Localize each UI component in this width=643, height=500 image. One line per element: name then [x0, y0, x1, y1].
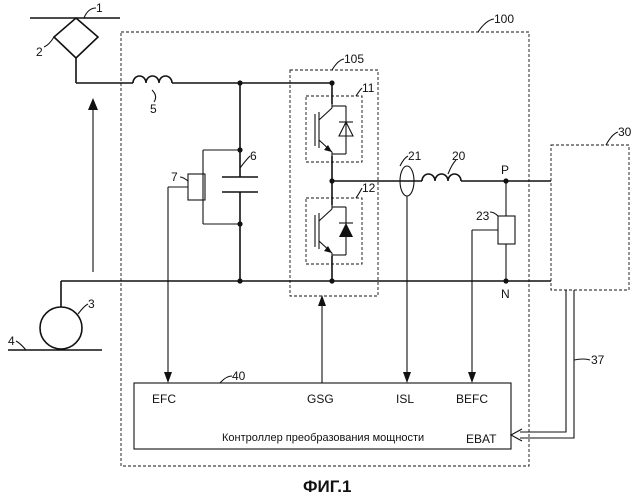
ref-40: 40: [232, 369, 246, 383]
ref-11: 11: [362, 81, 375, 95]
switch-12-enclosure: [306, 198, 362, 264]
ref-2: 2: [36, 45, 43, 59]
isl-arrowhead: [403, 372, 411, 383]
junction-dot: [237, 278, 242, 283]
ref-100: 100: [494, 12, 514, 26]
ref-12: 12: [362, 181, 376, 195]
igbt-12: [315, 205, 353, 256]
figure-caption: ФИГ.1: [303, 477, 351, 496]
signal-efc: EFC: [152, 392, 176, 406]
junction-dot: [237, 147, 242, 152]
signal-isl: ISL: [396, 392, 414, 406]
ref-3: 3: [88, 297, 95, 311]
ref-1: 1: [96, 1, 103, 15]
ref-20: 20: [452, 149, 466, 163]
ref-37: 37: [591, 353, 605, 367]
ref-30: 30: [618, 125, 632, 139]
controller-title: Контроллер преобразования мощности: [222, 432, 424, 444]
signal-ebat: EBAT: [466, 432, 497, 446]
ref-105: 105: [344, 52, 364, 66]
junction-dot: [237, 80, 242, 85]
leader-37: [574, 359, 590, 360]
leader-3: [78, 304, 88, 314]
ref-21: 21: [408, 149, 422, 163]
junction-dot: [503, 278, 508, 283]
cable-37: [520, 290, 566, 432]
leader-5: [152, 90, 156, 102]
ref-4: 4: [8, 334, 15, 348]
igbt-11: [315, 104, 353, 156]
junction-dot: [329, 80, 334, 85]
wheel-3: [40, 307, 82, 349]
gsg-arrowhead: [318, 295, 326, 306]
ref-7: 7: [171, 170, 178, 184]
battery-block-30: [551, 145, 629, 290]
leader-21: [400, 156, 408, 166]
leader-105: [332, 59, 344, 70]
junction-dot: [503, 178, 508, 183]
signal-befc: BEFC: [456, 392, 488, 406]
pantograph: [54, 18, 98, 58]
leader-7: [180, 177, 188, 181]
voltage-sensor-23: [498, 216, 515, 244]
leader-30: [606, 132, 618, 145]
leader-2: [44, 37, 54, 47]
ref-6: 6: [250, 149, 257, 163]
leader-4: [16, 341, 26, 350]
efc-arrowhead: [164, 372, 172, 383]
leader-40: [220, 376, 232, 383]
cable-37-arrowhead: [511, 429, 522, 441]
ref-23: 23: [476, 209, 490, 223]
signal-gsg: GSG: [307, 392, 334, 406]
leader-1: [84, 8, 96, 18]
leader-100: [478, 19, 494, 32]
inductor-5: [133, 76, 172, 83]
terminal-p: P: [501, 163, 509, 177]
junction-dot: [329, 278, 334, 283]
junction-dot: [329, 178, 334, 183]
reactor-20: [422, 174, 461, 181]
terminal-n: N: [501, 287, 510, 301]
leader-23: [490, 212, 498, 216]
befc-arrowhead: [468, 372, 476, 383]
leader-6: [240, 156, 250, 168]
ref-5: 5: [150, 102, 157, 116]
power-flow-arrowhead: [88, 98, 98, 110]
junction-dot: [237, 221, 242, 226]
